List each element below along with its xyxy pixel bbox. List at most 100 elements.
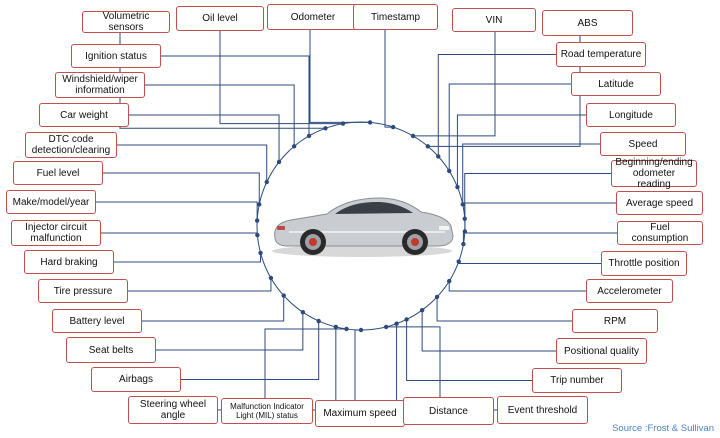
label-box-battery: Battery level <box>52 309 142 333</box>
label-box-airbags: Airbags <box>91 367 181 392</box>
junction-dot-odometer <box>367 120 373 125</box>
junction-dot-battery <box>281 293 286 298</box>
label-box-rpm: RPM <box>572 309 658 333</box>
junction-dot-maxspeed <box>358 327 364 333</box>
connector-dtc <box>117 144 268 183</box>
label-box-ignition: Ignition status <box>71 44 161 68</box>
label-box-latitude: Latitude <box>571 72 661 96</box>
connector-trip <box>406 319 532 381</box>
junction-dot-longitude <box>455 184 460 190</box>
connector-oil <box>219 31 343 125</box>
connector-distance <box>386 326 441 397</box>
junction-dot-trip <box>404 317 409 322</box>
label-box-make: Make/model/year <box>6 190 96 214</box>
connector-hardbrake <box>114 252 262 263</box>
connector-odometer <box>309 30 371 123</box>
label-box-oil: Oil level <box>176 6 264 31</box>
junction-dot-throttle <box>456 259 461 264</box>
connector-roadtemp <box>437 54 556 157</box>
junction-dot-abs <box>425 144 431 149</box>
label-box-fuel: Fuel level <box>13 161 103 185</box>
connector-injector <box>101 232 258 236</box>
connector-ignition <box>161 55 310 136</box>
junction-dot-roadtemp <box>436 154 441 159</box>
label-box-accel: Accelerometer <box>586 279 673 303</box>
label-box-timestamp: Timestamp <box>353 4 438 30</box>
junction-dot-fuelcons <box>461 241 466 247</box>
junction-dot-injector <box>255 232 260 238</box>
label-box-vin: VIN <box>452 8 536 32</box>
junction-dot-ignition <box>306 133 312 139</box>
junction-dot-dtc <box>264 179 269 185</box>
junction-dot-latitude <box>446 168 452 174</box>
connector-windshield <box>145 84 295 147</box>
label-box-roadtemp: Road temperature <box>556 42 646 67</box>
label-box-distance: Distance <box>403 397 494 425</box>
connector-seatbelts <box>156 312 304 351</box>
junction-dot-tire <box>268 275 274 281</box>
label-box-trip: Trip number <box>532 368 622 393</box>
label-box-avgspeed: Average speed <box>616 191 703 215</box>
junction-dot-positional <box>419 307 425 313</box>
car-image <box>272 197 454 257</box>
label-box-tire: Tire pressure <box>38 279 128 303</box>
junction-dot-speed <box>460 202 465 207</box>
source-note: Source :Frost & Sullivan <box>612 423 714 434</box>
label-box-windshield: Windshield/wiper information <box>55 72 145 98</box>
connector-fuelcons <box>462 232 617 245</box>
label-box-odometer: Odometer <box>267 4 359 30</box>
junction-dot-make <box>254 218 260 223</box>
label-box-volumetric: Volumetric sensors <box>82 11 170 33</box>
connector-tire <box>128 278 272 292</box>
connector-mil <box>264 328 347 398</box>
label-box-carweight: Car weight <box>39 103 129 127</box>
junction-dot-steering <box>333 324 339 330</box>
connector-avgspeed <box>464 202 616 232</box>
connector-throttle <box>458 261 601 264</box>
connector-timestamp <box>384 30 394 128</box>
label-box-positional: Positional quality <box>556 338 647 364</box>
label-box-beginending: Beginning/ending odometer reading <box>611 157 697 190</box>
label-box-event: Event threshold <box>497 396 588 424</box>
connector-accel <box>448 281 586 292</box>
junction-dot-rpm <box>434 294 440 300</box>
label-box-abs: ABS <box>542 10 633 36</box>
junction-dot-distance <box>383 324 389 330</box>
connector-latitude <box>448 83 571 171</box>
label-box-hardbrake: Hard braking <box>24 250 114 274</box>
connector-battery <box>142 295 285 322</box>
junction-dot-timestamp <box>390 124 396 130</box>
label-box-injector: Injector circuit malfunction <box>11 220 101 246</box>
junction-dot-beginending <box>462 216 467 221</box>
label-box-fuelcons: Fuel consumption <box>617 221 703 245</box>
label-box-seatbelts: Seat belts <box>66 337 156 363</box>
junction-dot-airbags <box>316 318 321 324</box>
junction-dot-windshield <box>291 144 297 149</box>
connector-maxspeed <box>354 329 361 400</box>
junction-dot-volumetric <box>323 126 328 131</box>
junction-dot-oil <box>340 121 346 126</box>
junction-dot-avgspeed <box>462 229 468 234</box>
label-box-dtc: DTC code detection/clearing <box>25 132 117 158</box>
junction-dot-mil <box>344 326 349 332</box>
connector-fuel <box>103 172 260 205</box>
connector-longitude <box>456 114 586 188</box>
connector-carweight <box>129 114 280 162</box>
connector-beginending <box>464 173 611 219</box>
junction-dot-carweight <box>276 159 282 165</box>
label-box-speed: Speed <box>600 132 686 156</box>
label-box-throttle: Throttle position <box>601 251 687 276</box>
label-box-steering: Steering wheel angle <box>128 396 218 424</box>
label-box-mil: Malfunction Indicator Light (MIL) status <box>221 398 313 424</box>
connector-speed <box>462 143 600 205</box>
connector-make <box>96 201 258 221</box>
junction-dot-seatbelts <box>300 310 306 315</box>
junction-dot-hardbrake <box>258 250 263 256</box>
connector-rpm <box>436 296 572 322</box>
connector-airbags <box>181 321 320 380</box>
junction-dot-event <box>394 321 399 326</box>
connector-vin <box>413 32 496 137</box>
junction-dot-fuel <box>257 202 262 207</box>
